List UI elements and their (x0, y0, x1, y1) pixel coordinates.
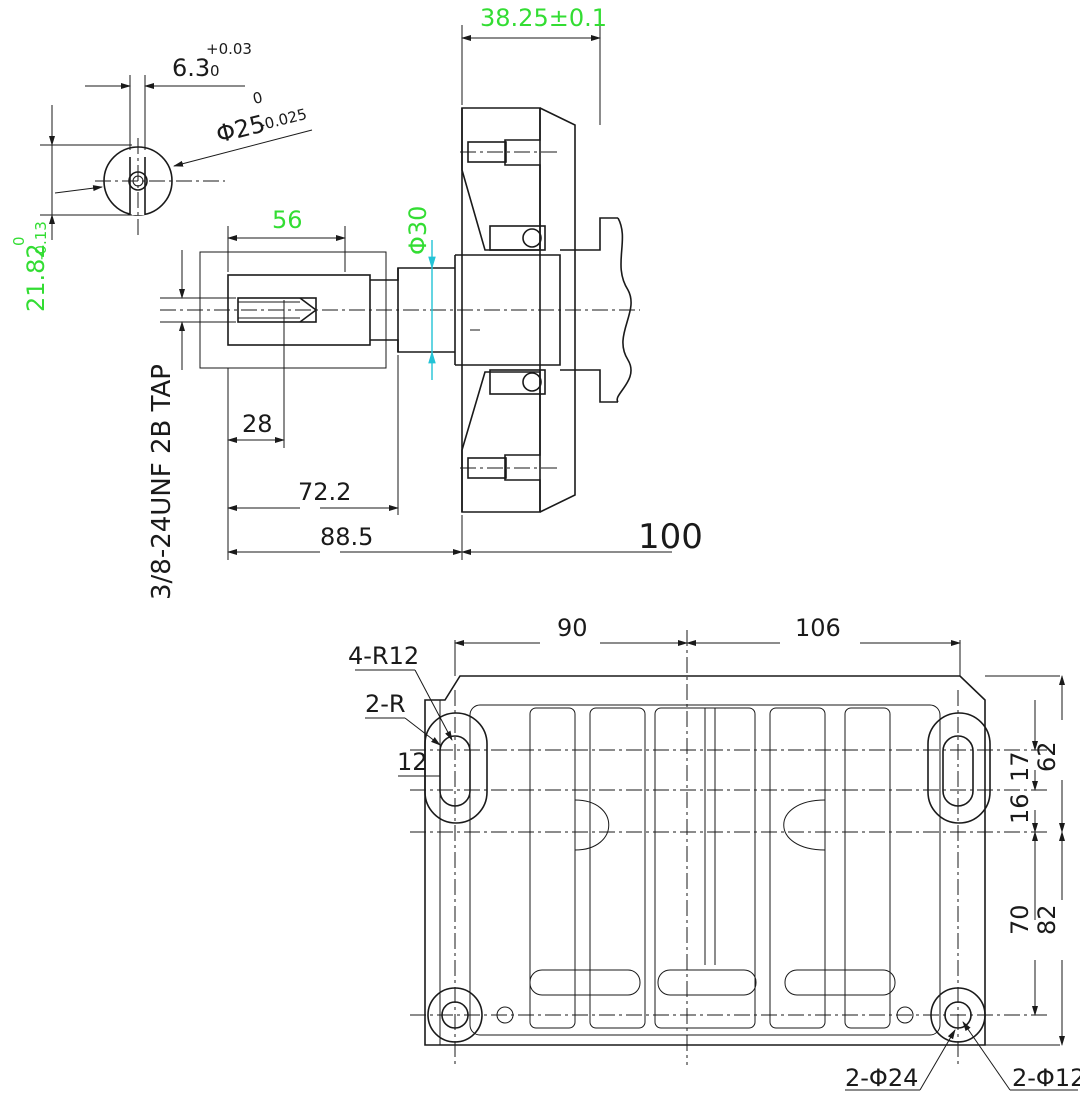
key-width-tol-upper: +0.03 (206, 40, 252, 58)
key-width-tol-lower: 0 (210, 62, 220, 80)
dim-70-value: 70 (1006, 904, 1034, 935)
shaft-dia-tol-upper: 0 (251, 88, 265, 108)
key-depth-tol-upper: 0 (10, 236, 28, 246)
tap-spec-label: 3/8-24UNF 2B TAP (147, 364, 177, 600)
dim-16-value: 16 (1006, 793, 1034, 824)
keyway-length-value: 56 (272, 206, 303, 234)
radius-corners-label: 4-R12 (348, 642, 419, 670)
dim-62-value: 62 (1033, 741, 1061, 772)
shaft-side-view (160, 25, 672, 560)
hole-small-label: 2-Φ12 (1012, 1064, 1080, 1092)
dim-right-value: 106 (795, 614, 841, 642)
flange-width-value: 38.25±0.1 (480, 4, 607, 32)
key-depth-value: 21.82 (22, 243, 50, 312)
length-1-value: 72.2 (298, 478, 351, 506)
dim-17-value: 17 (1006, 751, 1034, 782)
base-plate-view (355, 630, 1078, 1091)
key-width-value: 6.3 (172, 54, 210, 82)
radius-slots-label: 2-R (365, 690, 406, 718)
slot-width-value: 12 (397, 748, 428, 776)
hole-large-label: 2-Φ24 (845, 1064, 918, 1092)
dim-82-value: 82 (1033, 904, 1061, 935)
bore-dia-value: Φ30 (404, 206, 432, 255)
base-offset-value: 100 (638, 517, 703, 557)
dim-left-value: 90 (557, 614, 588, 642)
keyway-section-view (40, 75, 313, 240)
shaft-dia-tol-lower: -0.025 (257, 105, 308, 134)
key-depth-tol-lower: -0.13 (32, 221, 50, 260)
thread-depth-value: 28 (242, 410, 273, 438)
length-2-value: 88.5 (320, 523, 373, 551)
